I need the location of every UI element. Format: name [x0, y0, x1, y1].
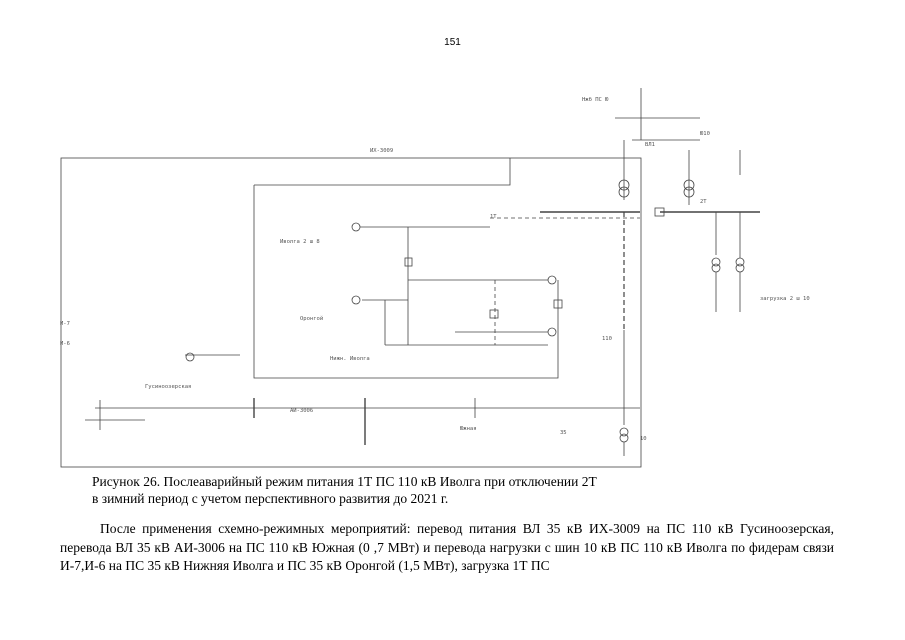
- caption-line-2: в зимний период с учетом перспективного …: [92, 491, 449, 506]
- page-number: 151: [444, 37, 461, 48]
- figure-caption: Рисунок 26. Послеаварийный режим питания…: [92, 473, 812, 507]
- svg-text:Ю10: Ю10: [700, 131, 710, 137]
- caption-line-1: Рисунок 26. Послеаварийный режим питания…: [92, 474, 597, 489]
- diagram-inner-frame: [253, 185, 559, 379]
- svg-text:1Т: 1Т: [490, 214, 497, 220]
- svg-text:ВЛ1: ВЛ1: [645, 142, 655, 148]
- svg-text:Иволга 2 ш 8: Иволга 2 ш 8: [280, 239, 320, 245]
- svg-text:Гусиноозерская: Гусиноозерская: [145, 384, 191, 390]
- svg-text:Нжб ПС Ю: Нжб ПС Ю: [582, 96, 609, 103]
- svg-text:ИХ-3009: ИХ-3009: [370, 148, 393, 154]
- power-flow-diagram: Нжб ПС Ю Ю10 ВЛ1 ИХ-3009 1Т 2Т Иволга 2 …: [60, 88, 810, 468]
- svg-text:10: 10: [640, 436, 647, 442]
- svg-text:загрузка 2 ш 10: загрузка 2 ш 10: [760, 296, 810, 302]
- svg-text:Оронгой: Оронгой: [300, 316, 323, 322]
- svg-text:2Т: 2Т: [700, 199, 707, 205]
- svg-text:Южная: Южная: [460, 426, 477, 432]
- body-text: После применения схемно-режимных меропри…: [60, 520, 834, 576]
- body-paragraph: После применения схемно-режимных меропри…: [60, 521, 834, 573]
- svg-text:И-6: И-6: [60, 341, 70, 347]
- svg-text:Нижн. Иволга: Нижн. Иволга: [330, 356, 370, 362]
- svg-text:110: 110: [602, 336, 612, 342]
- svg-text:АИ-3006: АИ-3006: [290, 408, 313, 414]
- svg-text:35: 35: [560, 430, 567, 436]
- svg-text:И-7: И-7: [60, 321, 70, 327]
- diagram-outer-frame: [60, 157, 642, 468]
